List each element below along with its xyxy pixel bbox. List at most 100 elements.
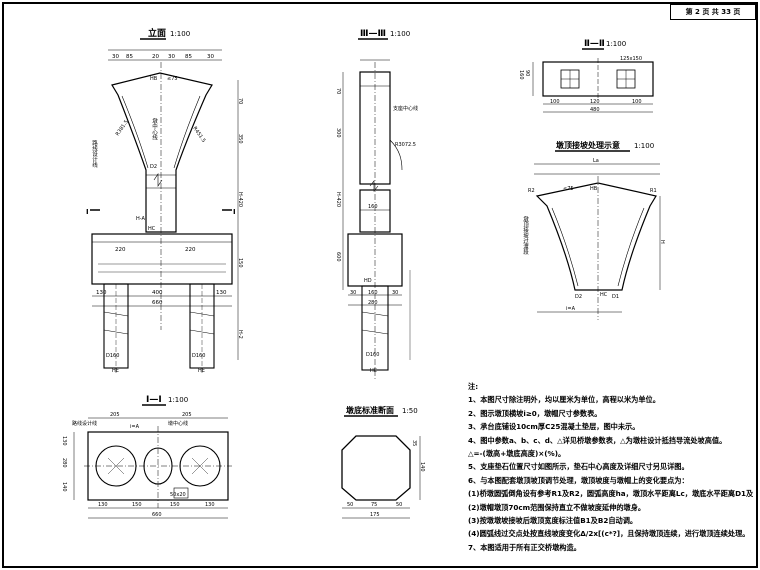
- s3-scale: 1:100: [390, 30, 410, 38]
- front-mid-2: 220: [185, 247, 196, 253]
- note-item: 6、与本图配套墩顶坡顶调节处理，墩顶坡度与墩帽上的变化要点为：: [468, 475, 689, 485]
- s3-top-1: 160: [368, 204, 378, 210]
- s2-w2: 120: [590, 99, 600, 105]
- front-dim-5: 85: [185, 54, 192, 60]
- s2-h1: 160: [518, 70, 524, 80]
- front-d2: D2: [150, 164, 157, 170]
- front-hc: HC: [148, 226, 156, 232]
- svg-text:Ⅰ: Ⅰ: [233, 208, 236, 216]
- section-2: Ⅱ—Ⅱ 1:100 125x150 100 120 100 480 160 90: [518, 39, 654, 113]
- front-side-1: 70: [237, 98, 243, 104]
- front-pile-d1: D160: [106, 353, 119, 359]
- s1-ia: i=A: [130, 424, 140, 430]
- front-dim-2: 85: [126, 54, 133, 60]
- note-item: 7、本图适用于所有正交桥墩构造。: [468, 542, 581, 552]
- front-cap-3: 130: [216, 290, 227, 296]
- front-r2: R451.5: [191, 126, 206, 144]
- front-side-5: H-2: [237, 330, 243, 339]
- detail-r1: R1: [650, 188, 657, 194]
- detail-h: H: [659, 240, 665, 244]
- s1-side-3: 140: [61, 482, 67, 492]
- s2-scale: 1:100: [606, 40, 626, 48]
- s3-side-4: 600: [335, 252, 341, 262]
- front-pile-d2: D160: [192, 353, 205, 359]
- ps-title: 墩底标准断面: [346, 405, 394, 415]
- front-cap-1: 130: [96, 290, 107, 296]
- s3-bot-2: 160: [368, 290, 378, 296]
- note-item: (4)圆弧线过交点处按直线坡度变化Δ/2x[(c*?]，且保持墩顶连续，进行墩顶…: [468, 529, 750, 539]
- ps-d1: 50: [347, 502, 353, 508]
- front-dim-1: 30: [112, 54, 119, 60]
- s1-top-1: 205: [110, 412, 120, 418]
- detail-c: ≤75: [563, 186, 574, 192]
- s3-title: Ⅲ—Ⅲ: [360, 29, 386, 39]
- s1-title: Ⅰ—Ⅰ: [146, 395, 162, 405]
- front-side-2: 350: [237, 134, 243, 144]
- front-mid-1: 220: [115, 247, 126, 253]
- ps-d6: 35: [411, 440, 417, 446]
- front-dim-3: 20: [152, 54, 159, 60]
- s1-line-design: 路线设计线: [72, 420, 97, 427]
- front-r1: R381.5: [115, 119, 130, 137]
- s2-w1: 100: [550, 99, 560, 105]
- detail-scale: 1:100: [634, 142, 654, 150]
- ps-d3: 50: [396, 502, 402, 508]
- front-dim-4: 30: [168, 54, 175, 60]
- s1-mid-1: 130: [98, 502, 108, 508]
- front-title: 立面: [148, 27, 166, 39]
- detail-side: 墩顶接坡过渡段: [522, 215, 529, 256]
- detail-view: 墩顶接坡处理示意 1:100 La R2 R1 HB ≤75 D2 D1 HC …: [522, 140, 665, 320]
- front-he-2: HE: [198, 368, 205, 374]
- ps-d4: 175: [370, 512, 380, 518]
- notes-heading: 注:: [468, 382, 479, 391]
- note-item: 2、图示墩顶横坡i≥0，墩帽尺寸参数表。: [468, 408, 602, 418]
- detail-hb: HB: [590, 186, 598, 192]
- s3-bot-4: 280: [368, 300, 378, 306]
- s2-w3: 100: [632, 99, 642, 105]
- detail-la: La: [593, 158, 599, 164]
- front-hb: HB: [150, 76, 158, 82]
- s2-h2: 90: [524, 70, 530, 76]
- note-item: (2)墩帽墩顶70cm范围保持直立不做坡度延伸的墩身。: [468, 502, 646, 512]
- s3-he: HE: [370, 368, 377, 374]
- detail-ia: i=A: [566, 306, 576, 312]
- front-cle: ≤75: [167, 76, 178, 82]
- svg-text:Ⅰ: Ⅰ: [86, 208, 89, 216]
- front-base: 660: [152, 300, 163, 306]
- front-dim-6: 30: [207, 54, 214, 60]
- front-ha: H-A: [136, 216, 145, 222]
- s1-pier-center: 墩中心线: [168, 420, 188, 427]
- s3-r: R3072.5: [395, 142, 416, 148]
- ps-d2: 75: [371, 502, 377, 508]
- detail-r2: R2: [528, 188, 535, 194]
- s3-side-3: H-420: [335, 192, 341, 207]
- note-item: 5、支座垫石位置尺寸如图所示，垫石中心高度及详细尺寸另见详图。: [468, 462, 689, 472]
- section-1: Ⅰ—Ⅰ 1:100 205 205 i=A 路线设计线 墩中心线 50x20 1…: [61, 395, 232, 519]
- s3-bearing: 支座中心线: [393, 105, 418, 112]
- s1-scale: 1:100: [168, 396, 188, 404]
- s2-title: Ⅱ—Ⅱ: [584, 39, 605, 49]
- s3-hd: HD: [364, 278, 372, 284]
- s3-bot-3: 30: [392, 290, 398, 296]
- s1-block: 50x20: [170, 492, 186, 498]
- front-pier-center: 墩中心线: [151, 117, 158, 141]
- front-he-1: HE: [112, 368, 119, 374]
- detail-d1: D1: [612, 294, 619, 300]
- detail-hc: HC: [600, 292, 608, 298]
- s3-side-1: 70: [335, 88, 341, 94]
- front-elevation: 立面 1:100 30 85 20 30 85 30 HB ≤75 R381.5…: [86, 27, 243, 375]
- front-cap-2: 400: [152, 290, 163, 296]
- detail-title: 墩顶接坡处理示意: [556, 140, 620, 150]
- s3-bot-1: 30: [350, 290, 356, 296]
- s2-blk: 125x150: [620, 56, 642, 62]
- s1-mid-2: 150: [132, 502, 142, 508]
- ps-d5: 140: [419, 462, 425, 472]
- front-side-3: H-420: [237, 192, 243, 207]
- front-side-4: 150: [237, 258, 243, 268]
- s1-side-2: 280: [61, 458, 67, 468]
- note-item: (1)桥墩圆弧倒角设有参考R1及R2，圆弧高度ha，墩顶水平距离Lc，墩底水平距…: [468, 489, 753, 499]
- front-scale: 1:100: [170, 30, 190, 38]
- front-line-design: 路线设计线: [91, 139, 98, 168]
